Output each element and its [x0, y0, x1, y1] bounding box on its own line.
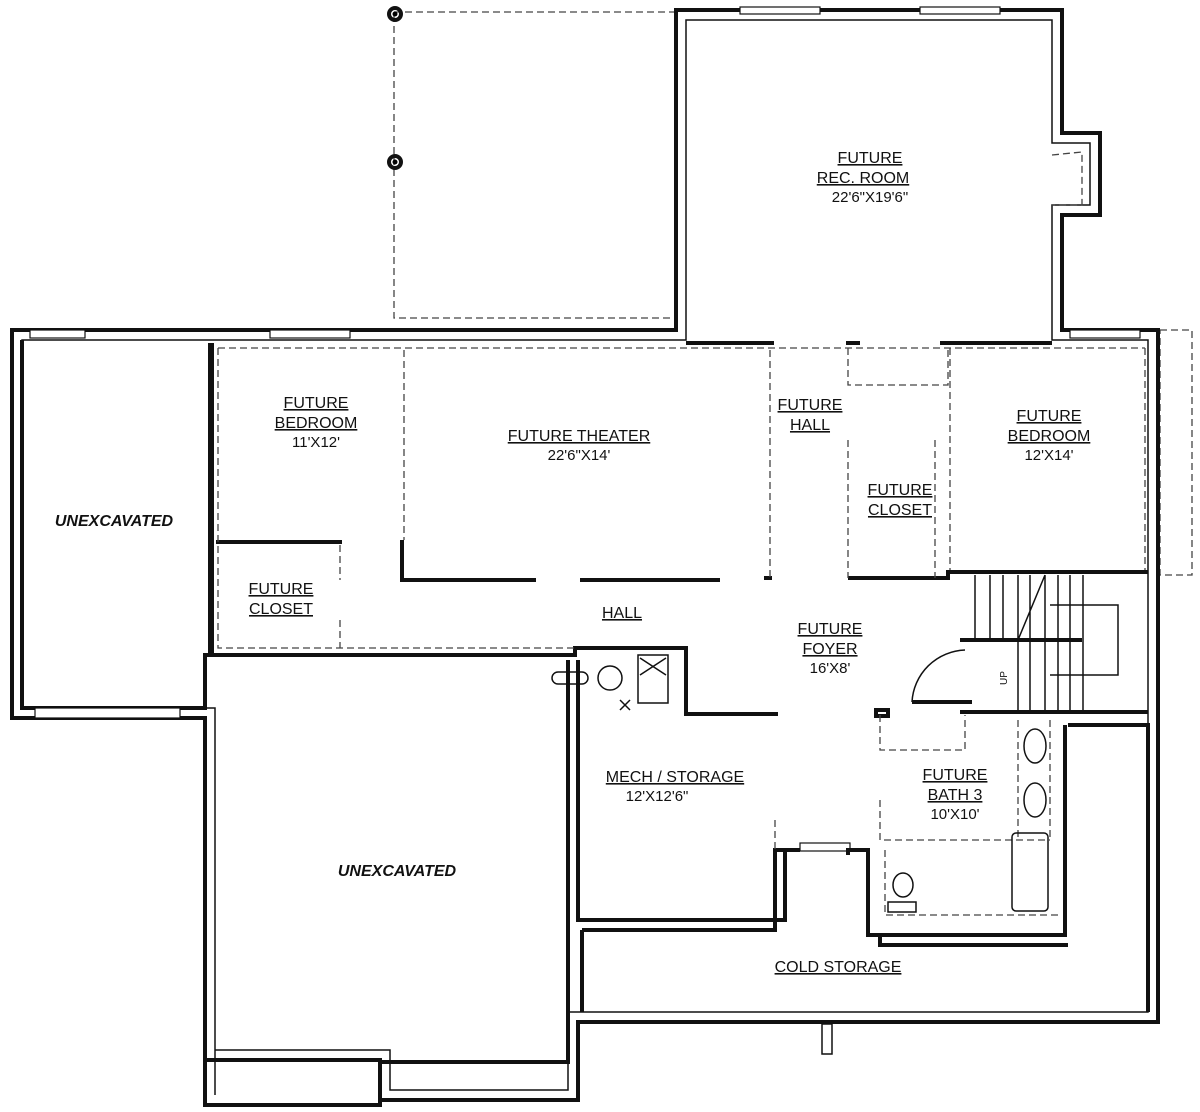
room-future-hall: FUTURE HALL [778, 397, 843, 434]
svg-text:FOYER: FOYER [802, 641, 857, 658]
room-bath-3: FUTURE BATH 3 10'X10' [923, 767, 988, 823]
room-theater: FUTURE THEATER 22'6"X14' [508, 428, 651, 464]
window [269, 329, 351, 339]
svg-text:CLOSET: CLOSET [249, 601, 313, 618]
svg-text:10'X10': 10'X10' [930, 806, 979, 823]
toilet-icon [887, 872, 917, 913]
svg-text:FUTURE: FUTURE [778, 397, 843, 414]
window [29, 329, 86, 339]
svg-text:FUTURE: FUTURE [923, 767, 988, 784]
room-closet-left: FUTURE CLOSET [249, 581, 314, 618]
svg-text:FUTURE: FUTURE [798, 621, 863, 638]
staircase: UP [974, 574, 1119, 710]
room-cold-storage: COLD STORAGE [775, 959, 902, 976]
cold-storage-wall [580, 848, 1068, 1012]
floor-drain-icon [619, 699, 631, 711]
sink-icon [1023, 782, 1047, 818]
interior-wall [210, 343, 778, 716]
svg-text:FUTURE: FUTURE [868, 482, 933, 499]
window [799, 842, 851, 852]
window-well-outline [1159, 329, 1193, 576]
svg-text:CLOSET: CLOSET [868, 502, 932, 519]
svg-text:MECH / STORAGE: MECH / STORAGE [606, 769, 744, 786]
room-rec-room: FUTURE REC. ROOM 22'6"X19'6" [817, 150, 909, 206]
svg-text:11'X12': 11'X12' [292, 434, 340, 451]
future-wall [217, 347, 1146, 916]
svg-text:FUTURE: FUTURE [838, 150, 903, 167]
svg-text:22'6"X19'6": 22'6"X19'6" [832, 189, 908, 206]
svg-text:12'X12'6": 12'X12'6" [626, 788, 689, 805]
svg-text:HALL: HALL [790, 417, 830, 434]
svg-text:FUTURE: FUTURE [249, 581, 314, 598]
bath-wall [576, 660, 1150, 1012]
column-icon [387, 6, 403, 22]
unexcavated-wall [203, 660, 570, 1107]
room-mech-storage: MECH / STORAGE 12'X12'6" [606, 769, 744, 805]
wall-stub [874, 708, 890, 718]
furnace-icon [637, 654, 669, 704]
door-swing [911, 649, 966, 703]
window [919, 6, 1001, 15]
sink-icon [1023, 728, 1047, 764]
foundation-inner-line [21, 19, 1149, 1095]
svg-text:16'X8': 16'X8' [810, 660, 851, 677]
room-unexcavated-bottom: UNEXCAVATED [338, 863, 457, 880]
svg-text:12'X14': 12'X14' [1024, 447, 1073, 464]
svg-text:BEDROOM: BEDROOM [1008, 428, 1091, 445]
window [739, 6, 821, 15]
svg-text:22'6"X14': 22'6"X14' [548, 447, 611, 464]
room-foyer: FUTURE FOYER 16'X8' [798, 621, 863, 677]
room-closet-right: FUTURE CLOSET [868, 482, 933, 519]
utility-meter-icon [551, 671, 589, 685]
svg-text:REC. ROOM: REC. ROOM [817, 170, 909, 187]
window [1069, 329, 1141, 339]
theater-wall [400, 540, 772, 582]
column-icon [387, 154, 403, 170]
room-unexcavated-top: UNEXCAVATED [55, 513, 174, 530]
room-bedroom-left: FUTURE BEDROOM 11'X12' [275, 395, 358, 451]
stair-wall [848, 570, 1148, 714]
svg-text:FUTURE: FUTURE [1017, 408, 1082, 425]
exterior-post [821, 1023, 833, 1055]
stair-up-label: UP [999, 671, 1010, 685]
water-heater-icon [597, 665, 623, 691]
room-bedroom-right: FUTURE BEDROOM 12'X14' [1008, 408, 1091, 464]
fireplace-outline [1051, 151, 1083, 206]
covered-patio-outline [393, 11, 677, 319]
svg-text:BATH 3: BATH 3 [928, 787, 983, 804]
window [34, 707, 181, 719]
bathtub-icon [1011, 832, 1049, 912]
svg-text:FUTURE: FUTURE [284, 395, 349, 412]
svg-text:BEDROOM: BEDROOM [275, 415, 358, 432]
room-hall: HALL [602, 605, 642, 622]
foundation-outer-wall [10, 8, 1160, 1105]
svg-text:FUTURE THEATER: FUTURE THEATER [508, 428, 651, 445]
